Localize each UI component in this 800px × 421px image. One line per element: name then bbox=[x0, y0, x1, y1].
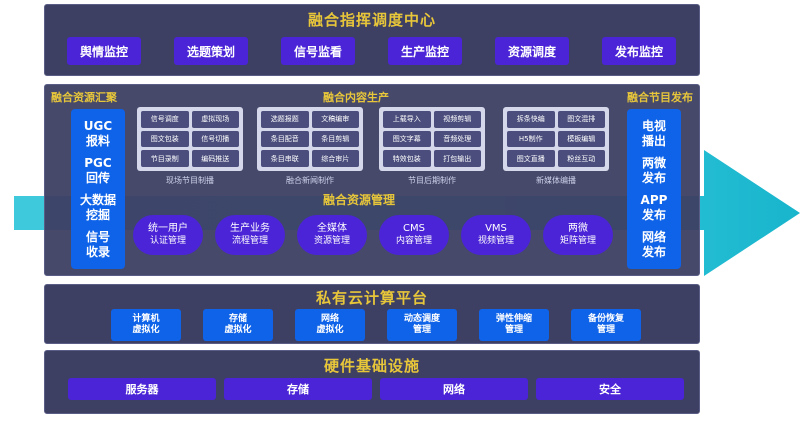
release-item-0[interactable]: 电视 播出 bbox=[641, 118, 666, 148]
production-band: 融合资源汇聚 融合内容生产 融合节目发布 UGC 报料 PGC 回传 大数据 挖… bbox=[44, 84, 700, 276]
group0-chip-0[interactable]: 信号调度 bbox=[141, 111, 189, 128]
resource-1-line1: 生产业务 bbox=[230, 223, 270, 234]
resource-5-line2: 矩阵管理 bbox=[559, 236, 596, 246]
hardware-title: 硬件基础设施 bbox=[323, 357, 420, 375]
private-cloud-title: 私有云计算平台 bbox=[315, 289, 428, 307]
cloud-item-1[interactable]: 存储 虚拟化 bbox=[203, 309, 273, 341]
release-item-2[interactable]: APP 发布 bbox=[640, 192, 668, 222]
group3-chip-0[interactable]: 拆条快编 bbox=[507, 111, 555, 128]
resource-2-line2: 资源管理 bbox=[313, 236, 350, 246]
hardware-item-2[interactable]: 网络 bbox=[380, 378, 528, 400]
cloud-item-3[interactable]: 动态调度 管理 bbox=[387, 309, 457, 341]
cloud-item-4[interactable]: 弹性伸缩 管理 bbox=[479, 309, 549, 341]
production-group-3: 拆条快编 图文混排 H5制作 模板编辑 图文直播 粉丝互动 bbox=[503, 107, 609, 171]
group0-caption: 现场节目制播 bbox=[166, 176, 214, 185]
hardware-item-3[interactable]: 安全 bbox=[536, 378, 684, 400]
cc-item-5[interactable]: 发布监控 bbox=[602, 37, 676, 65]
cc-item-4[interactable]: 资源调度 bbox=[495, 37, 569, 65]
production-group-0: 信号调度 虚拟现场 图文包装 信号切播 节目录制 编码推送 bbox=[137, 107, 243, 171]
production-group-2: 上载导入 视频剪辑 图文字幕 音频处理 特效包装 打包输出 bbox=[379, 107, 485, 171]
group1-chip-5[interactable]: 综合审片 bbox=[311, 150, 359, 167]
resource-0-line2: 认证管理 bbox=[149, 236, 186, 246]
resource-5-line1: 两微 bbox=[568, 223, 588, 234]
production-group-1: 选题报题 文稿编审 条目配音 条目剪辑 条目串联 综合审片 bbox=[257, 107, 363, 171]
command-center-title: 融合指挥调度中心 bbox=[307, 11, 436, 29]
group0-chip-1[interactable]: 虚拟现场 bbox=[191, 111, 239, 128]
agg-item-0[interactable]: UGC 报料 bbox=[83, 118, 113, 148]
group2-chip-0[interactable]: 上载导入 bbox=[383, 111, 431, 128]
agg-item-3[interactable]: 信号 收录 bbox=[85, 229, 110, 259]
group0-chip-3[interactable]: 信号切播 bbox=[191, 130, 239, 148]
release-item-3[interactable]: 网络 发布 bbox=[641, 229, 666, 259]
cloud-item-5[interactable]: 备份恢复 管理 bbox=[571, 309, 641, 341]
group2-chip-3[interactable]: 音频处理 bbox=[433, 130, 481, 148]
agg-item-2[interactable]: 大数据 挖掘 bbox=[79, 192, 116, 222]
group1-chip-2[interactable]: 条目配音 bbox=[261, 130, 309, 148]
resource-0[interactable]: 统一用户 认证管理 bbox=[133, 215, 203, 255]
private-cloud-band: 私有云计算平台 计算机 虚拟化 存储 虚拟化 网络 虚拟化 动态调度 管理 弹性… bbox=[44, 284, 700, 344]
group1-chip-4[interactable]: 条目串联 bbox=[261, 150, 309, 167]
resource-4-line2: 视频管理 bbox=[477, 236, 514, 246]
resource-4-line1: VMS bbox=[485, 223, 507, 234]
cloud-item-2[interactable]: 网络 虚拟化 bbox=[295, 309, 365, 341]
agg-item-1[interactable]: PGC 回传 bbox=[84, 155, 112, 185]
group0-chip-2[interactable]: 图文包装 bbox=[141, 130, 189, 148]
group2-caption: 节目后期制作 bbox=[408, 176, 456, 185]
resource-aggregation-column: UGC 报料 PGC 回传 大数据 挖掘 信号 收录 bbox=[71, 109, 125, 269]
group1-chip-3[interactable]: 条目剪辑 bbox=[311, 130, 359, 148]
group3-chip-3[interactable]: 模板编辑 bbox=[557, 130, 605, 148]
group3-chip-5[interactable]: 粉丝互动 bbox=[557, 150, 605, 167]
group3-caption: 新媒体编播 bbox=[536, 176, 576, 185]
group3-chip-2[interactable]: H5制作 bbox=[507, 130, 555, 148]
group2-chip-5[interactable]: 打包输出 bbox=[433, 150, 481, 167]
program-release-column: 电视 播出 两微 发布 APP 发布 网络 发布 bbox=[627, 109, 681, 269]
hardware-item-0[interactable]: 服务器 bbox=[68, 378, 216, 400]
resource-3-line2: 内容管理 bbox=[395, 236, 432, 246]
resource-1[interactable]: 生产业务 流程管理 bbox=[215, 215, 285, 255]
center-section-title: 融合内容生产 bbox=[323, 91, 389, 104]
group3-chip-1[interactable]: 图文混排 bbox=[557, 111, 605, 128]
group2-chip-4[interactable]: 特效包装 bbox=[383, 150, 431, 167]
resource-1-line2: 流程管理 bbox=[231, 236, 268, 246]
resource-2-line1: 全媒体 bbox=[317, 223, 347, 234]
resource-5[interactable]: 两微 矩阵管理 bbox=[543, 215, 613, 255]
group3-chip-4[interactable]: 图文直播 bbox=[507, 150, 555, 167]
group2-chip-2[interactable]: 图文字幕 bbox=[383, 130, 431, 148]
resource-4[interactable]: VMS 视频管理 bbox=[461, 215, 531, 255]
group1-chip-0[interactable]: 选题报题 bbox=[261, 111, 309, 128]
cc-item-1[interactable]: 选题策划 bbox=[174, 37, 248, 65]
release-item-1[interactable]: 两微 发布 bbox=[641, 155, 666, 185]
group1-chip-1[interactable]: 文稿编审 bbox=[311, 111, 359, 128]
cc-item-3[interactable]: 生产监控 bbox=[388, 37, 462, 65]
resource-management-title: 融合资源管理 bbox=[323, 193, 396, 207]
resource-3[interactable]: CMS 内容管理 bbox=[379, 215, 449, 255]
resource-3-line1: CMS bbox=[403, 223, 425, 234]
left-section-title: 融合资源汇聚 bbox=[51, 91, 117, 104]
cc-item-0[interactable]: 舆情监控 bbox=[67, 37, 141, 65]
cloud-item-0[interactable]: 计算机 虚拟化 bbox=[111, 309, 181, 341]
resource-0-line1: 统一用户 bbox=[148, 223, 188, 234]
resource-2[interactable]: 全媒体 资源管理 bbox=[297, 215, 367, 255]
group1-caption: 融合新闻制作 bbox=[286, 176, 334, 185]
group2-chip-1[interactable]: 视频剪辑 bbox=[433, 111, 481, 128]
hardware-item-1[interactable]: 存储 bbox=[224, 378, 372, 400]
right-section-title: 融合节目发布 bbox=[627, 91, 693, 104]
group0-chip-4[interactable]: 节目录制 bbox=[141, 150, 189, 167]
cc-item-2[interactable]: 信号监看 bbox=[281, 37, 355, 65]
command-center-band: 融合指挥调度中心 舆情监控 选题策划 信号监看 生产监控 资源调度 发布监控 bbox=[44, 4, 700, 76]
group0-chip-5[interactable]: 编码推送 bbox=[191, 150, 239, 167]
